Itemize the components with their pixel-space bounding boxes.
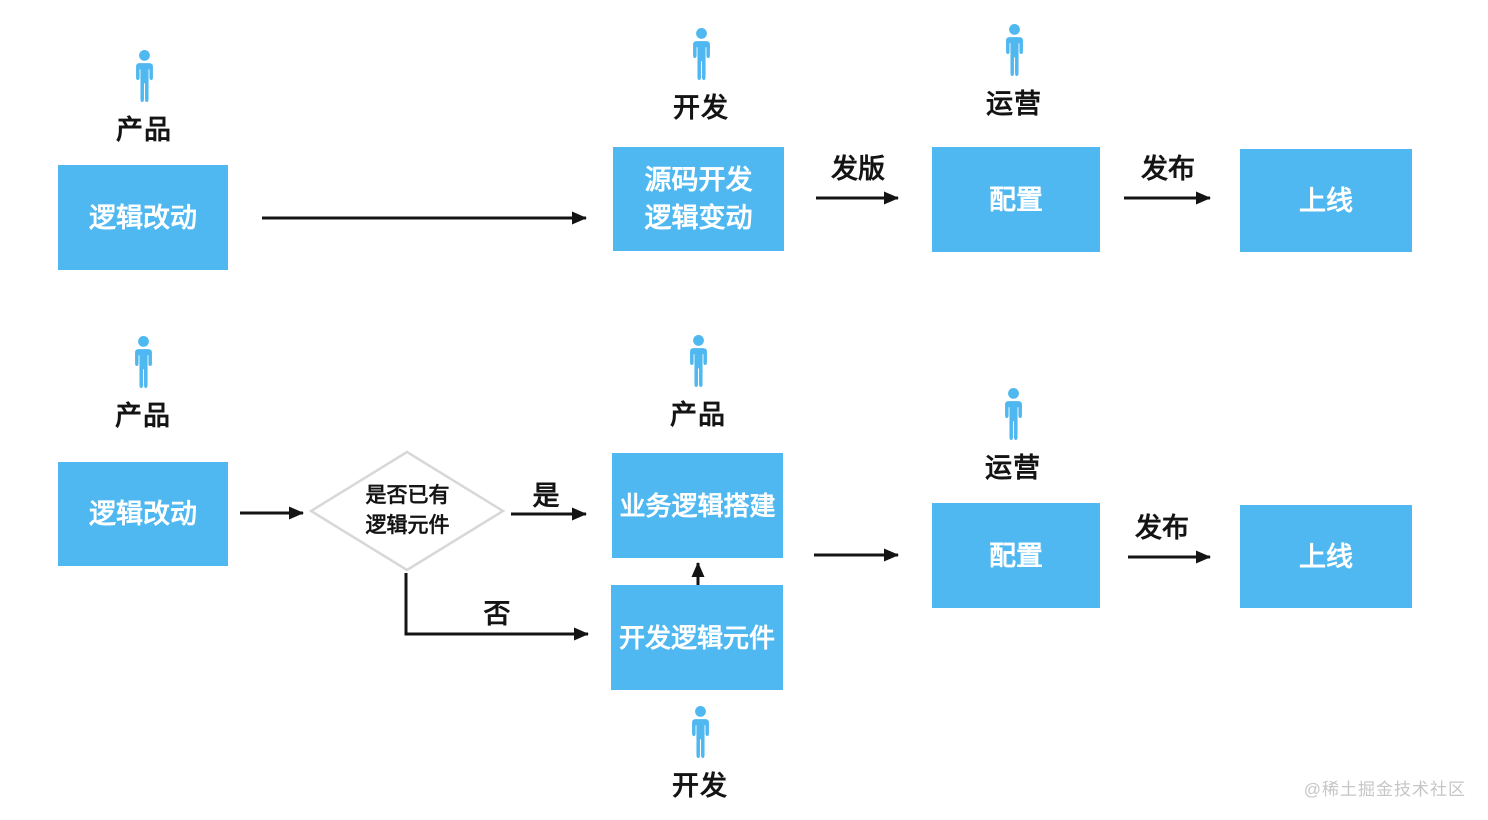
node-label: 逻辑改动 bbox=[89, 202, 197, 233]
node-label: 配置 bbox=[989, 540, 1043, 571]
node-label: 逻辑改动 bbox=[89, 499, 197, 529]
actor-label: 开发 bbox=[673, 93, 729, 123]
diamond-label-line1: 是否已有 bbox=[365, 484, 450, 507]
node-online-top: 上线 bbox=[1240, 149, 1412, 252]
node-source-dev: 源码开发 逻辑变动 bbox=[613, 147, 784, 251]
actor-product-top: 产品 bbox=[84, 50, 204, 147]
node-label: 上线 bbox=[1299, 185, 1353, 216]
person-icon bbox=[692, 28, 710, 80]
node-config-bottom: 配置 bbox=[932, 503, 1100, 608]
actor-ops-bottom: 运营 bbox=[953, 388, 1073, 485]
arrow-label-yes: 是 bbox=[532, 481, 560, 511]
arrow-label-publish-top: 发布 bbox=[1141, 154, 1195, 184]
node-label-line1: 源码开发 bbox=[644, 165, 753, 195]
node-dev-logic-component: 开发逻辑元件 bbox=[611, 585, 783, 690]
node-label: 开发逻辑元件 bbox=[618, 622, 775, 653]
actor-label: 产品 bbox=[115, 401, 171, 431]
actor-label: 开发 bbox=[672, 771, 728, 801]
node-label: 配置 bbox=[989, 184, 1043, 215]
watermark: @稀土掘金技术社区 bbox=[1303, 780, 1466, 799]
person-icon bbox=[691, 706, 709, 758]
decision-diamond-label: 是否已有 逻辑元件 bbox=[330, 481, 485, 541]
actor-dev-bottom: 开发 bbox=[640, 706, 760, 803]
person-icon bbox=[134, 336, 152, 388]
node-online-bottom: 上线 bbox=[1240, 505, 1412, 608]
node-label: 源码开发 逻辑变动 bbox=[645, 161, 753, 237]
arrow-label-release-version: 发版 bbox=[831, 154, 885, 184]
node-logic-change-bottom: 逻辑改动 bbox=[58, 462, 228, 566]
actor-label: 产品 bbox=[116, 115, 172, 145]
node-label-line2: 逻辑变动 bbox=[644, 203, 753, 233]
arrow-label-no: 否 bbox=[483, 599, 511, 629]
node-label: 业务逻辑搭建 bbox=[619, 490, 776, 521]
actor-dev-top: 开发 bbox=[641, 28, 761, 125]
node-label: 上线 bbox=[1299, 541, 1353, 572]
actor-product-bottom-left: 产品 bbox=[83, 336, 203, 433]
person-icon bbox=[1004, 388, 1022, 440]
node-biz-logic-build: 业务逻辑搭建 bbox=[612, 453, 783, 558]
node-logic-change-top: 逻辑改动 bbox=[58, 165, 228, 270]
actor-label: 运营 bbox=[986, 89, 1042, 119]
arrow-label-publish-bottom: 发布 bbox=[1135, 513, 1189, 543]
actor-label: 产品 bbox=[670, 400, 726, 430]
actor-label: 运营 bbox=[985, 453, 1041, 483]
person-icon bbox=[689, 335, 707, 387]
actor-ops-top: 运营 bbox=[954, 24, 1074, 121]
node-config-top: 配置 bbox=[932, 147, 1100, 252]
diamond-label-line2: 逻辑元件 bbox=[365, 514, 450, 537]
actor-product-bottom-mid: 产品 bbox=[638, 335, 758, 432]
person-icon bbox=[135, 50, 153, 102]
person-icon bbox=[1005, 24, 1023, 76]
